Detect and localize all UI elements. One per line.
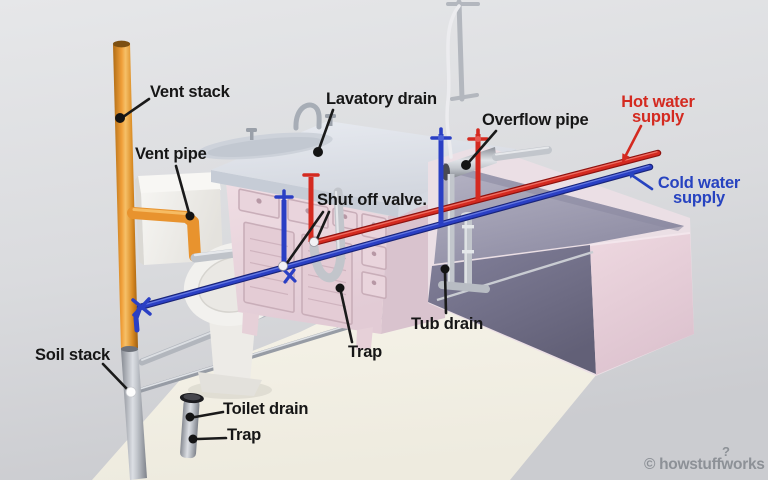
tub-overflow-pipe	[442, 146, 552, 181]
tub-hot-valve	[467, 128, 489, 200]
cold-water-supply-pipe	[133, 163, 654, 333]
howstuffworks-question-mark: ?	[722, 444, 730, 459]
label-cold-water-line2: supply	[673, 189, 725, 207]
label-sink-trap: Trap	[348, 343, 383, 361]
label-toilet-trap: Trap	[227, 426, 262, 444]
label-hot-water-line1: Hot water	[621, 93, 695, 111]
hot-water-arrow	[622, 124, 643, 163]
label-overflow-pipe: Overflow pipe	[482, 111, 589, 129]
label-soil-stack: Soil stack	[35, 346, 111, 364]
shower-riser-rod	[446, 0, 480, 102]
leader-lines	[101, 97, 498, 441]
label-hot-water-line2: supply	[632, 108, 684, 126]
sink-basin	[197, 132, 333, 160]
label-vent-stack: Vent stack	[150, 83, 230, 101]
label-cold-water-supply: Cold water supply	[649, 174, 749, 207]
tub-cold-valve	[430, 127, 452, 226]
toilet-trap-pipe	[179, 393, 204, 459]
label-lavatory-drain: Lavatory drain	[326, 90, 437, 108]
sink-faucet	[246, 102, 336, 140]
label-shut-off-valve: Shut off valve.	[317, 191, 427, 209]
label-hot-water-supply: Hot water supply	[610, 93, 706, 126]
cold-riser-sink	[274, 189, 294, 267]
label-toilet-drain: Toilet drain	[223, 400, 309, 418]
label-tub-drain: Tub drain	[411, 315, 484, 333]
label-vent-pipe: Vent pipe	[135, 145, 207, 163]
soil-stack-pipe	[120, 346, 147, 480]
howstuffworks-watermark: © howstuffworks	[644, 456, 765, 473]
label-cold-water-line1: Cold water	[657, 174, 741, 192]
label-dots	[115, 113, 471, 444]
toilet-supply-valve	[131, 297, 152, 317]
sink-shutoff-handle	[282, 268, 297, 284]
cold-water-arrow	[628, 172, 654, 191]
hot-water-supply-pipe	[309, 149, 662, 247]
